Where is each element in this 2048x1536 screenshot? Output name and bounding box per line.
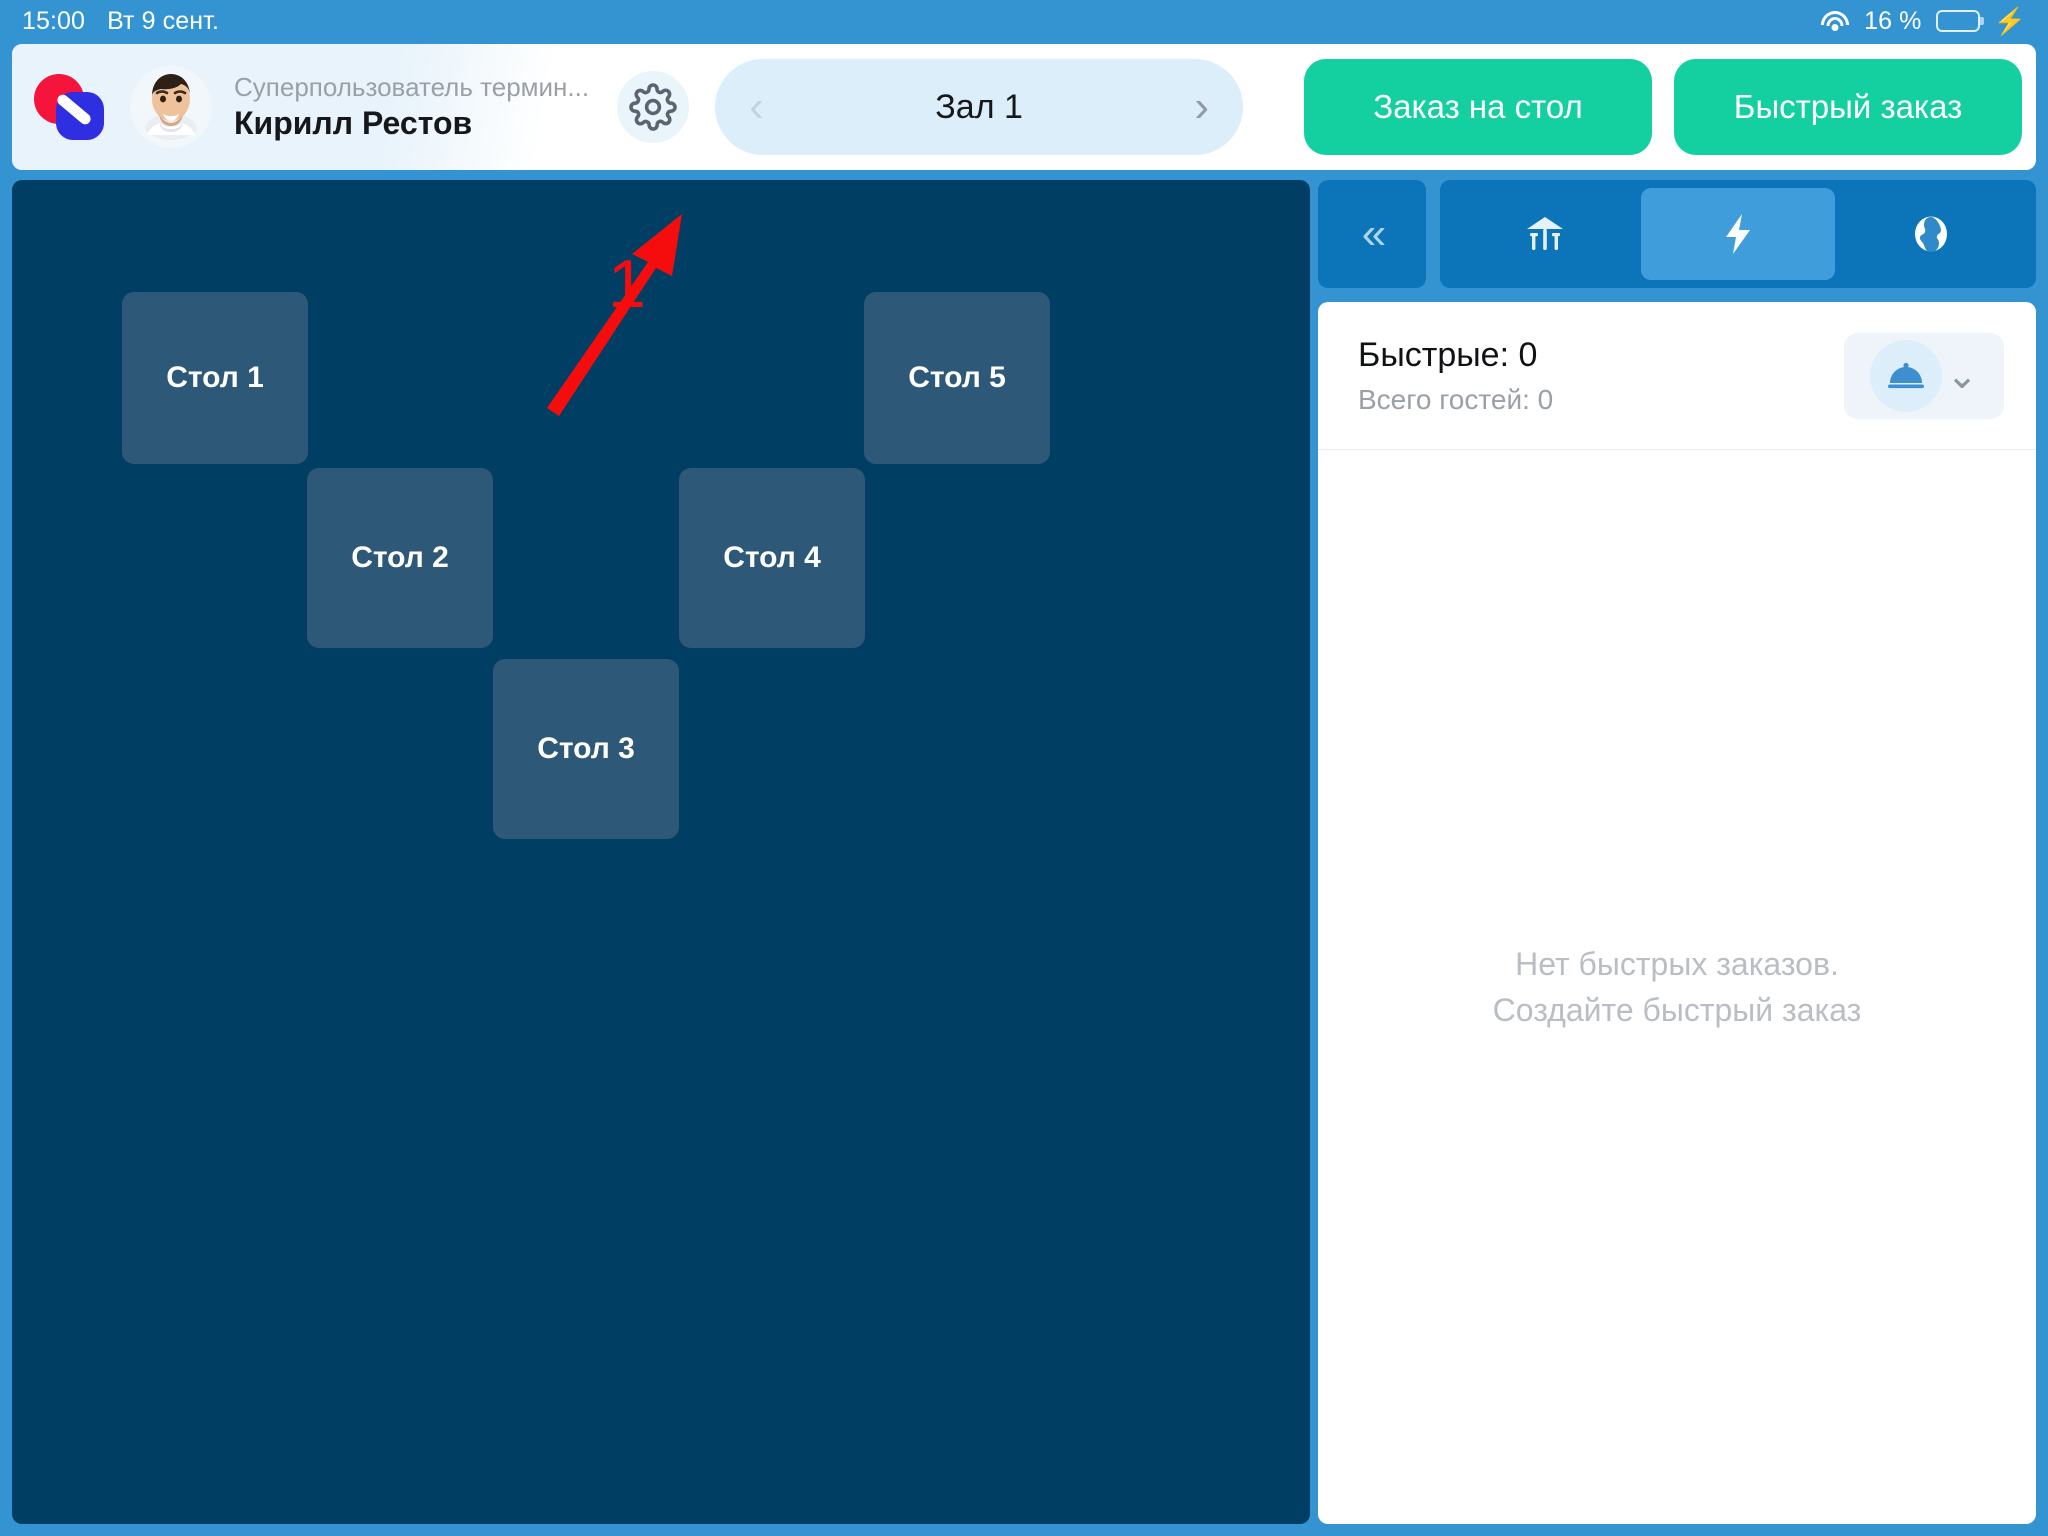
right-panel: « <box>1318 180 2036 1524</box>
annotation-step-number: 1 <box>608 246 646 322</box>
quick-orders-card: Быстрые: 0 Всего гостей: 0 ⌄ Нет быстрых… <box>1318 302 2036 1524</box>
status-bar-right: 16 % ⚡ <box>1820 7 2048 36</box>
panel-toolbar: « <box>1318 180 2036 288</box>
mode-delivery-button[interactable] <box>1835 188 2028 280</box>
cloche-icon-wrap <box>1870 339 1943 412</box>
mode-tables-button[interactable] <box>1448 188 1641 280</box>
table-tile-label: Стол 4 <box>723 541 821 574</box>
chevron-left-icon[interactable]: ‹ <box>749 82 764 131</box>
panel-mode-group <box>1440 180 2036 288</box>
hall-name-label: Зал 1 <box>935 87 1023 126</box>
app-header: Суперпользователь термин... Кирилл Ресто… <box>12 44 2036 170</box>
battery-percent-label: 16 % <box>1864 6 1922 35</box>
cloche-icon <box>1888 362 1925 388</box>
hall-switcher[interactable]: ‹ Зал 1 › <box>715 59 1244 155</box>
user-role-label: Суперпользователь термин... <box>234 71 590 102</box>
globe-icon <box>1915 216 1948 252</box>
collapse-panel-button[interactable]: « <box>1318 180 1426 288</box>
quick-orders-empty-state: Нет быстрых заказов. Создайте быстрый за… <box>1318 450 2036 1524</box>
empty-state-line-1: Нет быстрых заказов. <box>1515 945 1839 982</box>
charging-bolt-icon: ⚡ <box>1993 6 2026 36</box>
status-date: Вт 9 сент. <box>107 6 219 35</box>
double-chevron-left-icon: « <box>1361 209 1387 258</box>
table-tile-label: Стол 3 <box>537 732 635 765</box>
gear-icon <box>629 83 677 131</box>
patio-table-icon <box>1526 217 1563 250</box>
chevron-down-icon[interactable]: ⌄ <box>1946 354 1978 397</box>
table-tile[interactable]: Стол 1 <box>122 292 308 464</box>
quick-orders-count-label: Быстрые: 0 <box>1358 335 1538 374</box>
status-bar-left: 15:00 Вт 9 сент. <box>0 7 219 36</box>
user-info: Суперпользователь термин... Кирилл Ресто… <box>234 71 589 144</box>
table-tile-label: Стол 2 <box>351 541 449 574</box>
table-tile[interactable]: Стол 3 <box>493 659 679 839</box>
brand-logo-icon <box>34 70 108 144</box>
table-tile-label: Стол 5 <box>908 361 1006 394</box>
table-tile-label: Стол 1 <box>166 361 264 394</box>
table-tile[interactable]: Стол 4 <box>679 468 865 648</box>
total-guests-label: Всего гостей: 0 <box>1358 383 1554 415</box>
quick-order-button[interactable]: Быстрый заказ <box>1674 59 2022 155</box>
order-table-button[interactable]: Заказ на стол <box>1304 59 1652 155</box>
settings-button[interactable] <box>617 71 690 143</box>
battery-icon <box>1935 10 1980 32</box>
table-tile[interactable]: Стол 5 <box>864 292 1050 464</box>
table-tile[interactable]: Стол 2 <box>307 468 493 648</box>
floor-plan-canvas[interactable]: Стол 1 Стол 2 Стол 3 Стол 4 Стол 5 <box>12 180 1310 1524</box>
empty-state-line-2: Создайте быстрый заказ <box>1492 992 1862 1028</box>
avatar[interactable] <box>130 66 212 148</box>
quick-orders-header: Быстрые: 0 Всего гостей: 0 ⌄ <box>1318 302 2036 450</box>
quick-orders-counts: Быстрые: 0 Всего гостей: 0 <box>1358 333 1553 419</box>
lightning-bolt-icon <box>1725 214 1750 254</box>
mode-quick-orders-button[interactable] <box>1641 188 1835 280</box>
status-time: 15:00 <box>22 6 86 35</box>
status-bar: 15:00 Вт 9 сент. 16 % ⚡ <box>0 0 2048 42</box>
serve-filter-control[interactable]: ⌄ <box>1844 332 2004 419</box>
user-name-label: Кирилл Рестов <box>234 105 473 142</box>
wifi-icon <box>1820 9 1850 33</box>
chevron-right-icon[interactable]: › <box>1194 82 1210 131</box>
